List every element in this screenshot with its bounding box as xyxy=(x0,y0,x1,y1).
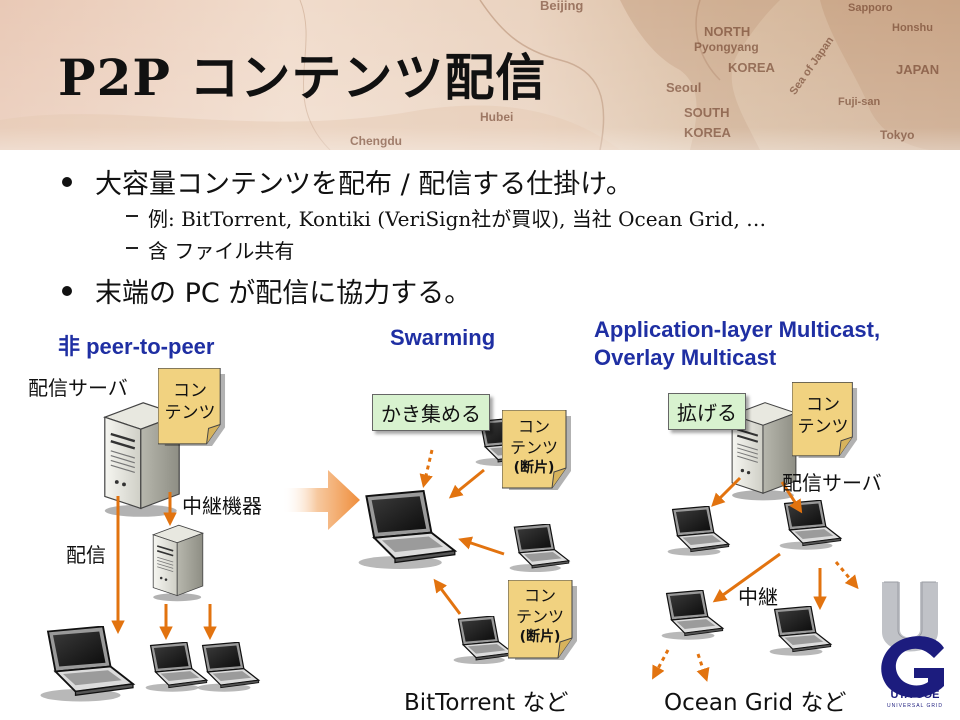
multicast-arrow xyxy=(711,476,742,507)
uta-goe-logo xyxy=(881,581,944,698)
swarm-arrow xyxy=(448,468,485,499)
laptop-icon-center xyxy=(357,490,456,570)
bullet-dot xyxy=(62,177,72,187)
server-label: 配信サーバ xyxy=(28,376,128,400)
logo-subtext: UNIVERSAL GRID xyxy=(886,703,944,709)
laptop-icon xyxy=(145,642,208,692)
map-label: Seoul xyxy=(666,80,702,95)
distribution-label: 配信 xyxy=(66,543,106,567)
content-note-text: コン テンツ xyxy=(164,381,216,423)
multicast-relay-arrow xyxy=(712,552,781,603)
header-banner: Beijing NORTH Pyongyang KOREA Seoul SOUT… xyxy=(0,0,960,150)
multicast-arrow-dotted xyxy=(652,649,670,680)
footer-oceangrid: Ocean Grid など xyxy=(664,690,847,716)
laptop-icon xyxy=(769,606,832,656)
transition-arrow xyxy=(282,470,360,530)
map-label: Pyongyang xyxy=(694,40,759,54)
swarm-arrow-dotted xyxy=(419,449,434,488)
content-note-fragment-text: コン テンツ (断片) xyxy=(515,586,564,645)
swarm-arrow xyxy=(458,536,505,556)
bullet-item: 末端の PC が配信に協力する。 xyxy=(95,278,472,309)
map-label: Honshu xyxy=(892,22,933,34)
section-title-overlay: Overlay Multicast xyxy=(594,345,777,370)
laptop-icon xyxy=(779,500,842,550)
relay-device-label: 中継機器 xyxy=(182,494,262,518)
gather-tag: かき集める xyxy=(372,394,490,431)
multicast-arrow xyxy=(780,481,803,514)
swarm-arrow xyxy=(433,578,462,615)
bullet-item: 大容量コンテンツを配布 / 配信する仕掛け。 xyxy=(95,169,633,200)
logo-text: UTA GOE xyxy=(890,689,940,701)
map-label: NORTH xyxy=(704,24,751,39)
map-label: JAPAN xyxy=(896,62,940,77)
laptop-icon xyxy=(509,524,570,572)
slide-title: P2P コンテンツ配信 xyxy=(58,48,547,107)
header-map-background xyxy=(0,0,960,150)
server-label: 配信サーバ xyxy=(782,471,882,495)
content-note-text: コン テンツ xyxy=(797,395,849,437)
relay-label: 中継 xyxy=(738,585,778,609)
laptop-icon xyxy=(667,506,730,556)
map-label: Hubei xyxy=(480,110,514,124)
footer-bittorrent: BitTorrent など xyxy=(404,690,569,716)
map-label: KOREA xyxy=(684,125,731,140)
map-label: KOREA xyxy=(728,60,775,75)
laptop-icon xyxy=(197,642,260,692)
multicast-arrow-dotted xyxy=(696,653,710,682)
spread-tag: 拡げる xyxy=(668,393,746,430)
bullet-subitem: 例: BitTorrent, Kontiki (VeriSign社が買収), 当… xyxy=(148,207,767,231)
map-label: Beijing xyxy=(540,0,584,13)
section-title-swarming: Swarming xyxy=(390,325,496,350)
laptop-icon xyxy=(661,590,724,640)
bullet-dash xyxy=(126,215,138,217)
relay-server-icon xyxy=(152,524,204,602)
bullet-dot xyxy=(62,286,72,296)
laptop-icon xyxy=(453,616,514,664)
map-label: Fuji-san xyxy=(838,96,881,108)
map-label: Tokyo xyxy=(880,128,915,142)
multicast-arrow-dotted xyxy=(834,561,859,590)
section-title-alm: Application-layer Multicast, xyxy=(594,317,881,342)
section-title-non-p2p: 非 peer-to-peer xyxy=(58,334,215,359)
map-label: Chengdu xyxy=(350,134,402,148)
bullet-subitem: 含 ファイル共有 xyxy=(148,239,295,263)
laptop-icon xyxy=(39,626,134,702)
content-note-fragment-text: コン テンツ (断片) xyxy=(509,417,558,476)
map-label: SOUTH xyxy=(684,105,730,120)
bullet-dash xyxy=(126,247,138,249)
map-label: Sapporo xyxy=(848,2,893,14)
